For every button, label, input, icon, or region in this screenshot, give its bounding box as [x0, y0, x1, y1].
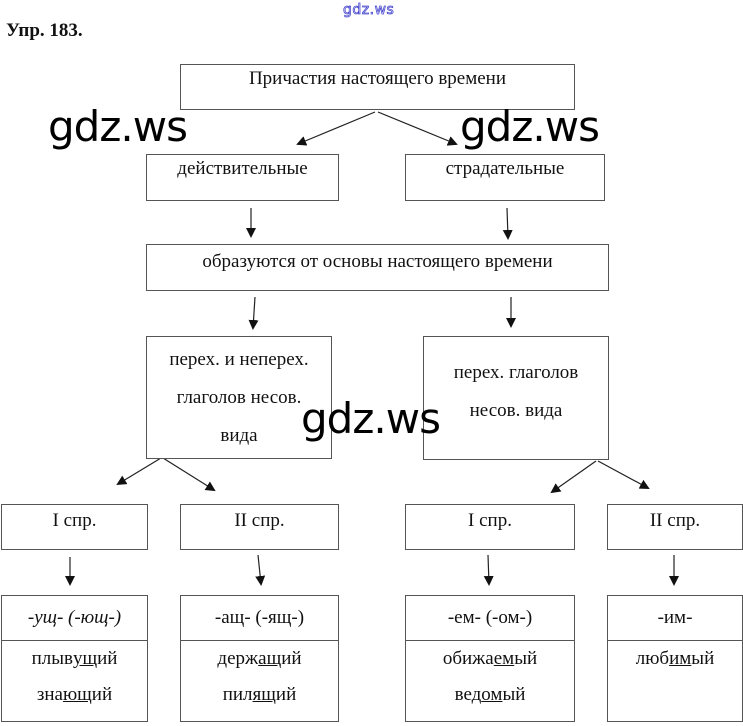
- root-label: Причастия настоящего времени: [248, 68, 507, 89]
- watermark: gdz.ws: [301, 394, 441, 443]
- passive-source-line: несов. вида: [469, 400, 563, 421]
- arrow-passive-to-formation: [502, 207, 513, 240]
- arrow-passive-source-to-conj1: [550, 460, 597, 494]
- conjugation-box: I спр.: [405, 504, 575, 550]
- conjugation-label: I спр.: [52, 510, 97, 531]
- formation-box: образуются от основы настоящего времени: [146, 244, 609, 291]
- passive-source-box: перех. глаголов несов. вида: [423, 336, 609, 460]
- arrow-root-to-passive: [377, 111, 458, 146]
- exercise-title: Упр. 183.: [6, 20, 83, 41]
- root-box: Причастия настоящего времени: [180, 64, 575, 110]
- active-type-box: действительные: [146, 154, 339, 201]
- suffix-label: -ащ- (-ящ-): [181, 596, 338, 641]
- active-source-box: перех. и неперех. глаголов несов. вида: [146, 336, 332, 459]
- site-watermark: gdz.ws: [343, 2, 395, 19]
- watermark: gdz.ws: [460, 102, 600, 151]
- arrow-passive-source-to-conj2: [597, 460, 650, 489]
- arrow-active-source-to-conj2: [162, 457, 216, 492]
- watermark: gdz.ws: [48, 102, 188, 151]
- suffix-label: -ущ- (-ющ-): [2, 596, 147, 641]
- conjugation-label: I спр.: [468, 510, 512, 531]
- active-source-line: перех. и неперех.: [169, 349, 309, 370]
- suffix-label: -им-: [608, 596, 742, 641]
- formation-label: образуются от основы настоящего времени: [202, 251, 553, 272]
- active-type-label: действительные: [177, 158, 308, 179]
- arrow-root-to-active: [296, 111, 376, 146]
- arrow-conj3-to-suffix: [483, 554, 494, 586]
- active-source-line: вида: [220, 425, 258, 446]
- passive-type-label: страдательные: [445, 158, 565, 179]
- arrow-active-source-to-conj1: [116, 457, 162, 486]
- arrow-formation-to-active-source: [248, 296, 259, 330]
- arrow-conj2-to-suffix: [255, 554, 266, 586]
- passive-source-line: перех. глаголов: [453, 362, 579, 383]
- conjugation-box: I спр.: [1, 504, 148, 550]
- conjugation-box: II спр.: [180, 504, 339, 550]
- conjugation-box: II спр.: [607, 504, 743, 550]
- conjugation-label: II спр.: [649, 510, 701, 531]
- passive-type-box: страдательные: [405, 154, 605, 201]
- conjugation-label: II спр.: [234, 510, 285, 531]
- active-source-line: глаголов несов.: [176, 387, 302, 408]
- suffix-label: -ем- (-ом-): [406, 596, 574, 641]
